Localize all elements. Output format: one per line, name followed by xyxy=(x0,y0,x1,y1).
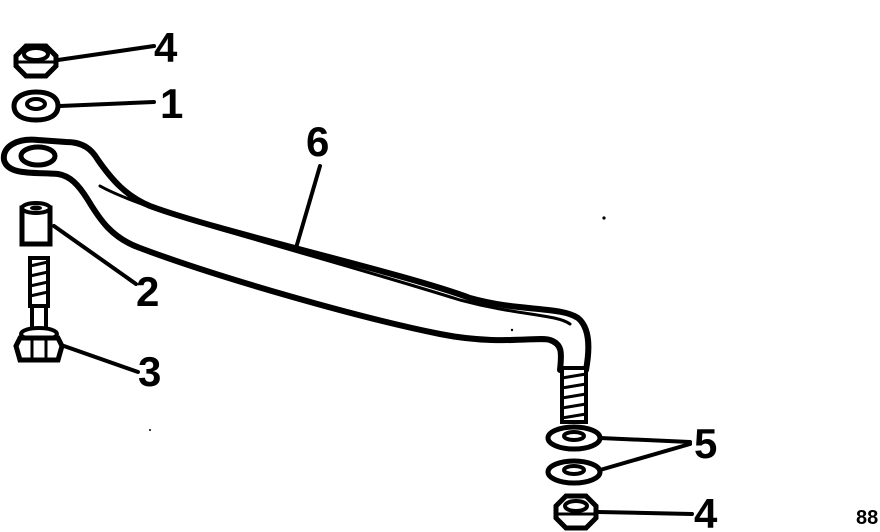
top-washer xyxy=(11,89,61,123)
callout-bushing: 2 xyxy=(136,268,159,315)
scan-speck xyxy=(149,429,151,431)
callout-nut-bottom: 4 xyxy=(694,490,718,532)
leader-lines xyxy=(52,44,694,516)
callout-link-rod: 6 xyxy=(306,118,329,165)
callout-bolt: 3 xyxy=(138,348,161,395)
bottom-lock-nut xyxy=(553,493,599,531)
scan-speck xyxy=(602,216,606,220)
scan-speck xyxy=(510,328,514,332)
lower-washer-upper xyxy=(545,424,603,452)
flange-bolt xyxy=(13,256,65,363)
lower-washer-lower xyxy=(545,458,603,486)
callout-washers: 5 xyxy=(694,420,717,467)
rod-threaded-stud xyxy=(560,366,588,424)
callout-washer-top: 1 xyxy=(160,80,183,127)
top-lock-nut xyxy=(13,43,59,79)
callout-nut-top: 4 xyxy=(154,24,178,71)
figure-reference-code: 88 xyxy=(856,507,878,529)
bushing xyxy=(19,201,53,247)
